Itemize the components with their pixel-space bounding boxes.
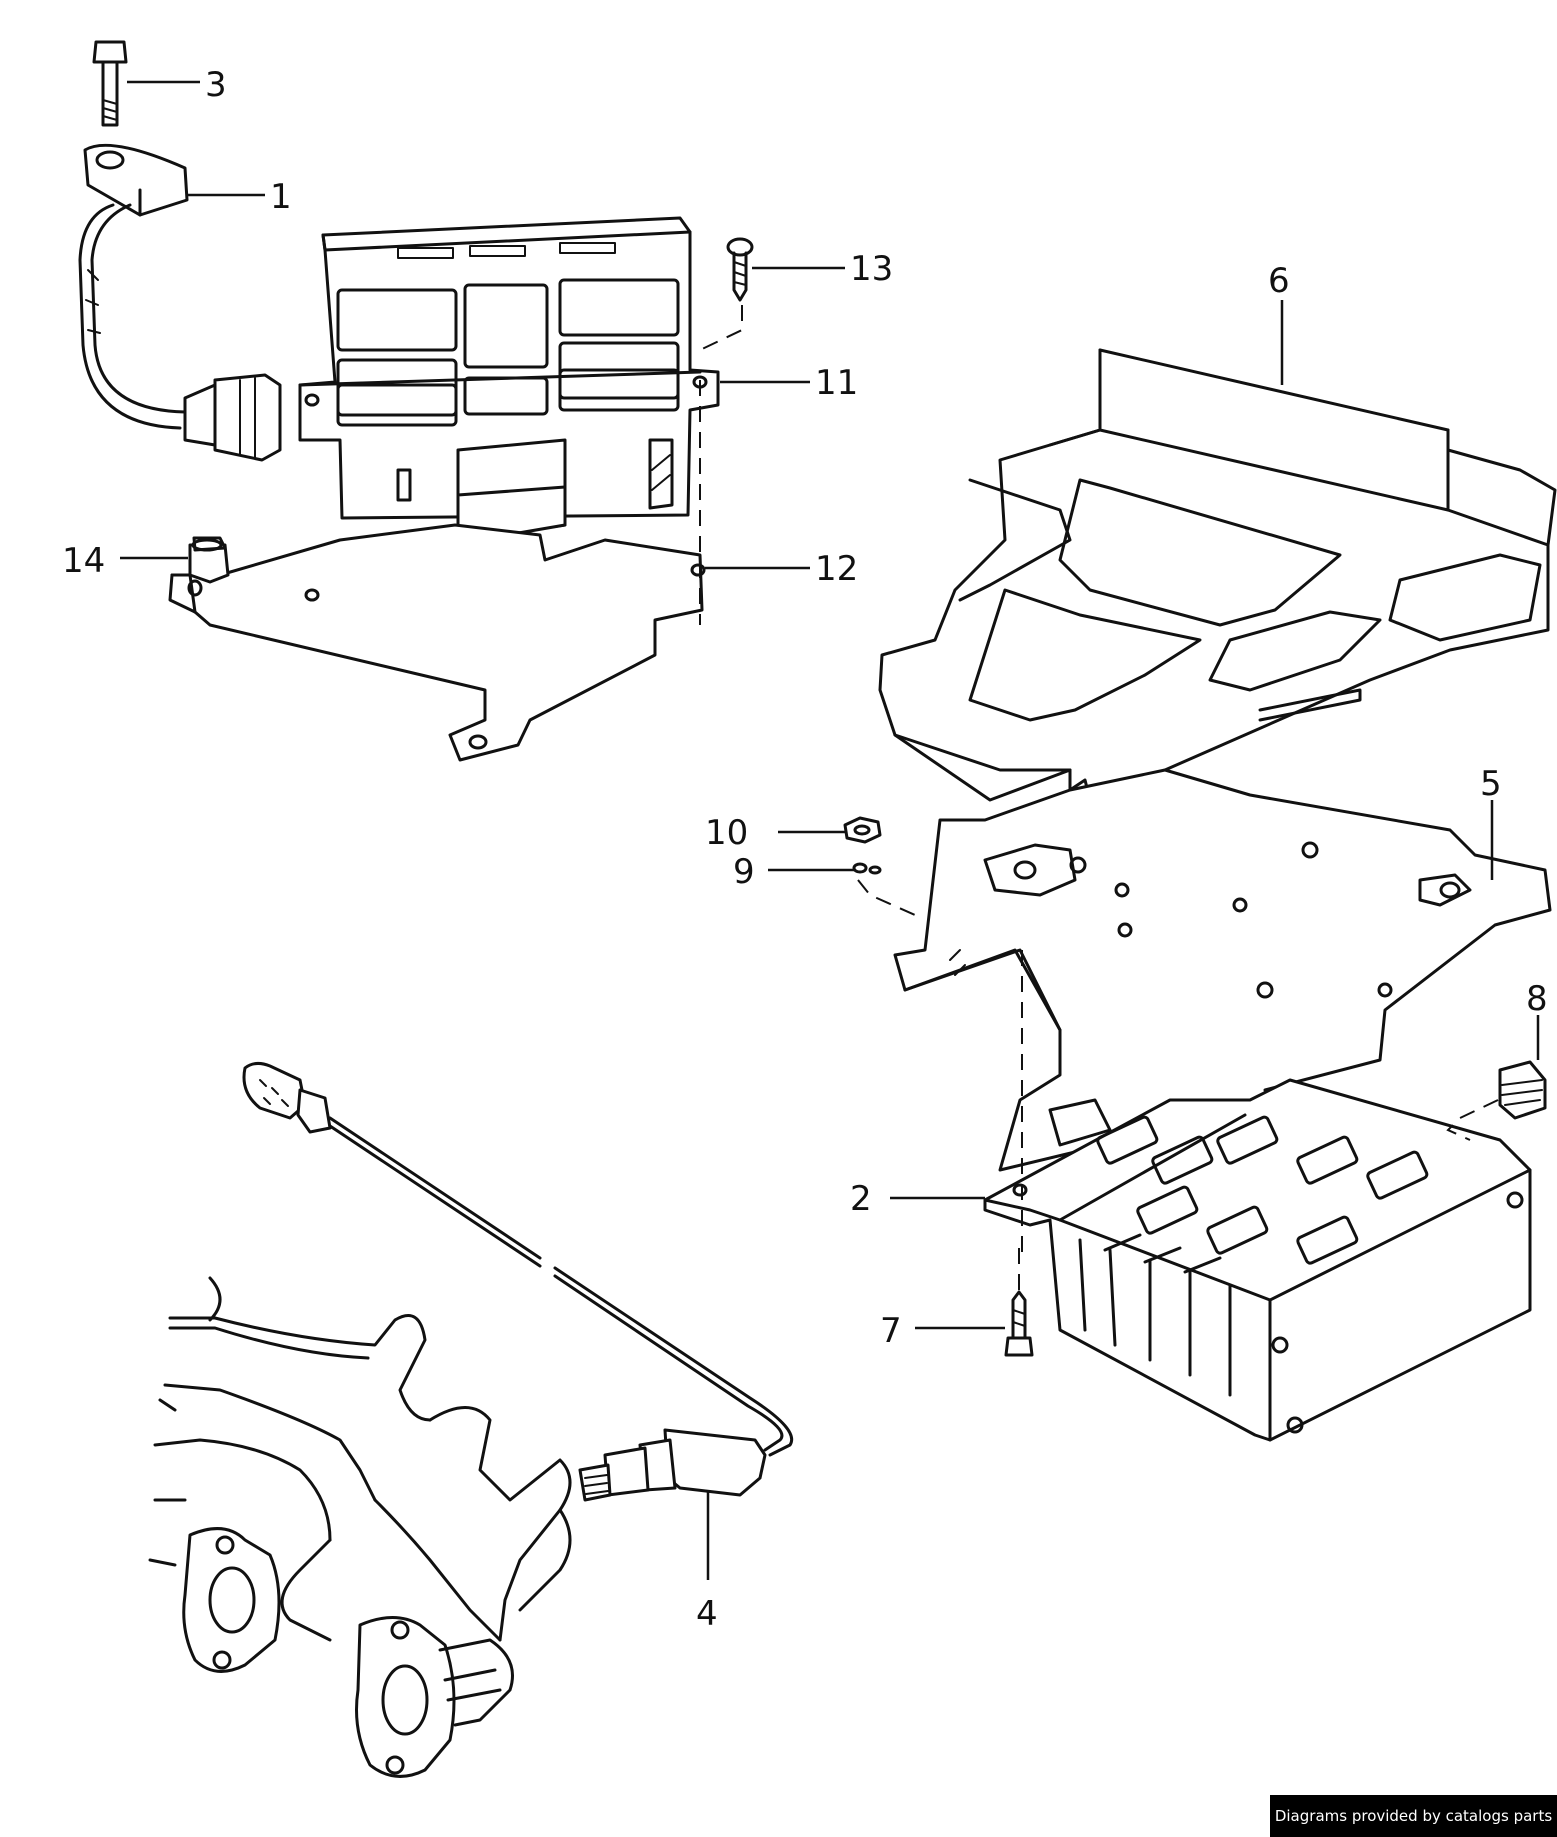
part-7-screw[interactable] bbox=[1004, 1240, 1034, 1357]
callout-5: 5 bbox=[1480, 764, 1502, 804]
assembly-line-upper bbox=[699, 305, 743, 625]
callout-7: 7 bbox=[880, 1311, 902, 1351]
part-14-nut[interactable] bbox=[188, 536, 230, 584]
part-13-screw[interactable] bbox=[726, 237, 754, 302]
callout-10: 10 bbox=[705, 813, 748, 853]
part-3-bolt[interactable] bbox=[92, 40, 128, 127]
part-2-control-unit[interactable] bbox=[983, 1078, 1532, 1442]
callout-1: 1 bbox=[270, 177, 292, 217]
callout-9: 9 bbox=[733, 852, 755, 892]
part-9-washer[interactable] bbox=[852, 862, 882, 875]
part-1-cable-clamp[interactable] bbox=[78, 143, 282, 462]
part-11-control-unit[interactable] bbox=[298, 216, 720, 542]
part-8-grommet[interactable] bbox=[1446, 1060, 1547, 1141]
callout-3: 3 bbox=[205, 65, 227, 105]
callout-4: 4 bbox=[696, 1594, 718, 1634]
callout-8: 8 bbox=[1526, 979, 1548, 1019]
part-10-nut[interactable] bbox=[843, 816, 882, 844]
callout-11: 11 bbox=[815, 363, 858, 403]
assembly-line-lower bbox=[857, 879, 1023, 1260]
callout-2: 2 bbox=[850, 1179, 872, 1219]
part-6-cover[interactable] bbox=[878, 348, 1557, 802]
part-4-oxygen-sensor[interactable] bbox=[242, 1061, 793, 1502]
callout-12: 12 bbox=[815, 549, 858, 589]
credit-text: Diagrams provided by catalogs parts bbox=[1274, 1807, 1553, 1825]
callout-13: 13 bbox=[850, 249, 893, 289]
part-5-bracket[interactable] bbox=[893, 768, 1552, 1172]
exhaust-manifold bbox=[148, 1276, 572, 1778]
part-12-bracket[interactable] bbox=[168, 523, 706, 762]
callout-6: 6 bbox=[1268, 261, 1290, 301]
callout-14: 14 bbox=[62, 541, 105, 581]
leader-lines bbox=[120, 80, 1540, 1580]
credit-banner: Diagrams provided by catalogs parts bbox=[1270, 1795, 1557, 1837]
